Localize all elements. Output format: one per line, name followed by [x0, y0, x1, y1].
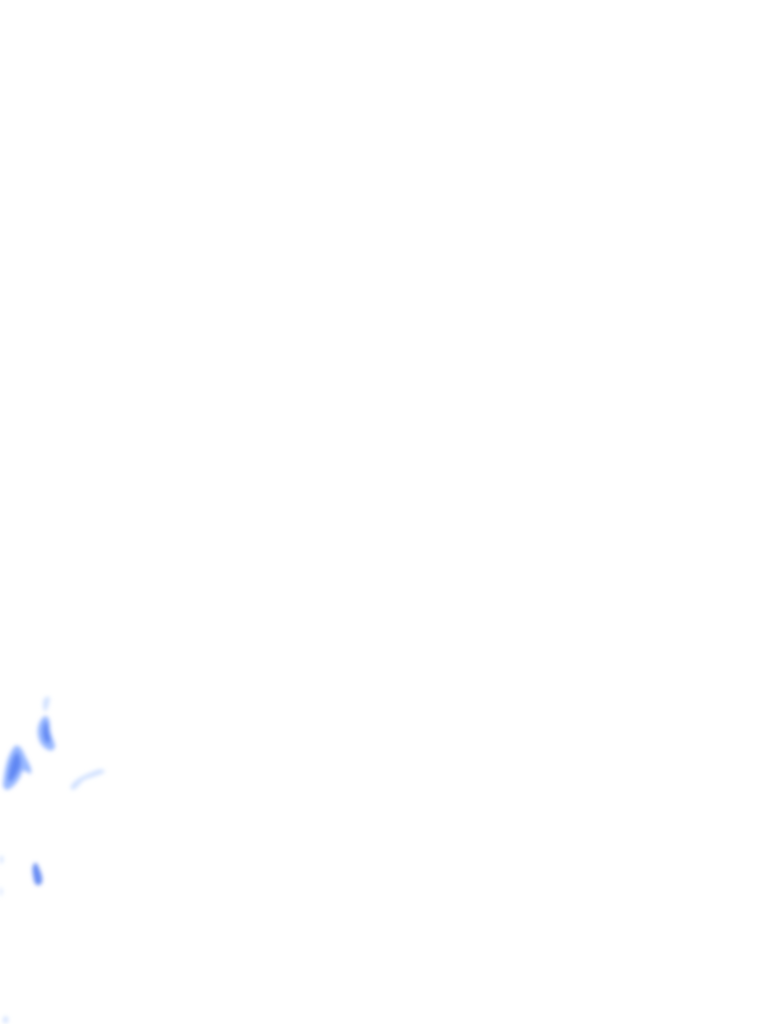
- rain-speck-2: [0, 887, 3, 896]
- rain-cell-large-core: [8, 752, 21, 782]
- rain-streak: [70, 769, 105, 790]
- rain-cell-upper-core: [43, 721, 51, 744]
- rain-speck-3: [3, 1016, 9, 1024]
- rain-cell-cluster: [0, 696, 105, 1024]
- rain-cell-lower: [32, 863, 43, 886]
- rain-speck-1: [0, 855, 4, 864]
- rain-wisp-top: [42, 696, 50, 712]
